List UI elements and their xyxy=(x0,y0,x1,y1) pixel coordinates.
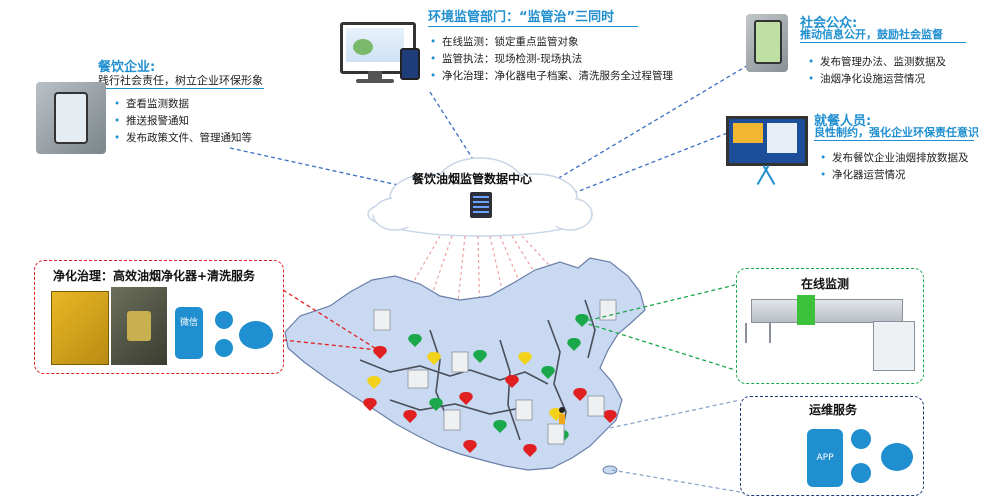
marker-green xyxy=(429,398,443,411)
card-icon xyxy=(881,443,913,471)
purify-title: 净化治理：高效油烟净化器+清洗服务 xyxy=(53,269,256,283)
device-unit xyxy=(443,409,461,431)
marker-red xyxy=(505,375,519,388)
catering-list: 查看监测数据 推送报警通知 发布政策文件、管理通知等 xyxy=(112,96,252,147)
diners-screen-illustration xyxy=(726,116,808,186)
app-label: APP xyxy=(816,453,834,463)
device-unit xyxy=(451,351,469,373)
marker-green xyxy=(575,314,589,327)
public-phone-photo xyxy=(746,14,788,72)
clipboard-icon xyxy=(851,429,871,449)
marker-yellow xyxy=(518,352,532,365)
link-ops xyxy=(611,469,741,493)
ops-box: 运维服务 APP xyxy=(740,396,924,496)
public-list: 发布管理办法、监测数据及 油烟净化设施运营情况 xyxy=(806,54,946,88)
device-unit xyxy=(547,423,565,445)
app-phone-icon: APP xyxy=(807,429,843,487)
list-item: 查看监测数据 xyxy=(112,96,252,113)
catering-subtitle: 践行社会责任，树立企业环保形象 xyxy=(98,74,263,87)
purify-box: 净化治理：高效油烟净化器+清洗服务 微信 xyxy=(34,260,284,374)
center-title: 餐饮油烟监管数据中心 xyxy=(412,172,533,186)
chart-icon xyxy=(851,463,871,483)
wechat-label: 微信 xyxy=(179,318,198,328)
diners-title: 就餐人员: xyxy=(814,114,872,129)
link-monitor xyxy=(581,321,736,371)
marker-yellow xyxy=(427,352,441,365)
list-item: 监管执法：现场检测-现场执法 xyxy=(428,51,673,68)
device-unit xyxy=(515,399,533,421)
server-icon xyxy=(470,192,492,218)
marker-green xyxy=(473,350,487,363)
link-ops xyxy=(609,399,741,429)
list-item: 发布餐饮企业油烟排放数据及 xyxy=(818,150,969,167)
list-item: 发布政策文件、管理通知等 xyxy=(112,130,252,147)
marker-red xyxy=(603,410,617,423)
marker-red xyxy=(403,410,417,423)
cleaning-service-photo xyxy=(111,287,167,365)
device-unit xyxy=(407,369,429,389)
diners-subtitle: 良性制约，强化企业环保责任意识 xyxy=(814,126,979,139)
marker-green xyxy=(541,366,555,379)
catering-phone-photo xyxy=(36,82,106,154)
catering-title: 餐饮企业: xyxy=(98,60,156,75)
catering-rule xyxy=(98,88,264,89)
map-devices xyxy=(373,299,617,445)
ops-title: 运维服务 xyxy=(809,403,858,417)
list-item: 净化治理：净化器电子档案、清洗服务全过程管理 xyxy=(428,68,673,85)
hood-shape xyxy=(745,323,771,343)
env-title: 环境监管部门：“监管治”三同时 xyxy=(428,10,615,25)
diners-list: 发布餐饮企业油烟排放数据及 净化器运营情况 xyxy=(818,150,969,184)
list-item: 净化器运营情况 xyxy=(818,167,969,184)
link-purify xyxy=(282,339,379,351)
marker-green xyxy=(567,338,581,351)
env-monitor-illustration xyxy=(330,22,422,92)
duct-diagram xyxy=(751,299,903,323)
diners-rule xyxy=(814,140,974,141)
device-unit xyxy=(587,395,605,417)
env-list: 在线监测：锁定重点监管对象 监管执法：现场检测-现场执法 净化治理：净化器电子档… xyxy=(428,34,673,85)
doc-share-icon xyxy=(215,339,233,357)
link-purify xyxy=(282,289,379,351)
marker-red xyxy=(573,388,587,401)
list-item: 在线监测：锁定重点监管对象 xyxy=(428,34,673,51)
list-item: 发布管理办法、监测数据及 xyxy=(806,54,946,71)
public-title: 社会公众: xyxy=(800,16,858,31)
list-item: 油烟净化设施运营情况 xyxy=(806,71,946,88)
public-subtitle: 推动信息公开，鼓励社会监督 xyxy=(800,28,943,41)
document-icon xyxy=(215,311,233,329)
monitor-cabinet xyxy=(873,321,915,371)
marker-yellow xyxy=(367,376,381,389)
env-rule xyxy=(428,26,638,27)
marker-green xyxy=(408,334,422,347)
marker-red xyxy=(459,392,473,405)
technician-icon xyxy=(559,407,565,424)
marker-red xyxy=(523,444,537,457)
wechat-phone-icon: 微信 xyxy=(175,307,203,359)
monitor-box: 在线监测 xyxy=(736,268,924,384)
link-monitor xyxy=(581,284,736,323)
public-rule xyxy=(800,42,966,43)
island xyxy=(602,465,618,475)
marker-red xyxy=(363,398,377,411)
device-unit xyxy=(373,309,391,331)
list-item: 推送报警通知 xyxy=(112,113,252,130)
purifier-machine-photo xyxy=(51,291,109,365)
card-icon xyxy=(239,321,273,349)
monitor-title: 在线监测 xyxy=(801,277,850,291)
marker-red xyxy=(463,440,477,453)
map-markers xyxy=(363,314,617,457)
monitor-sensor xyxy=(797,295,815,325)
marker-green xyxy=(493,420,507,433)
